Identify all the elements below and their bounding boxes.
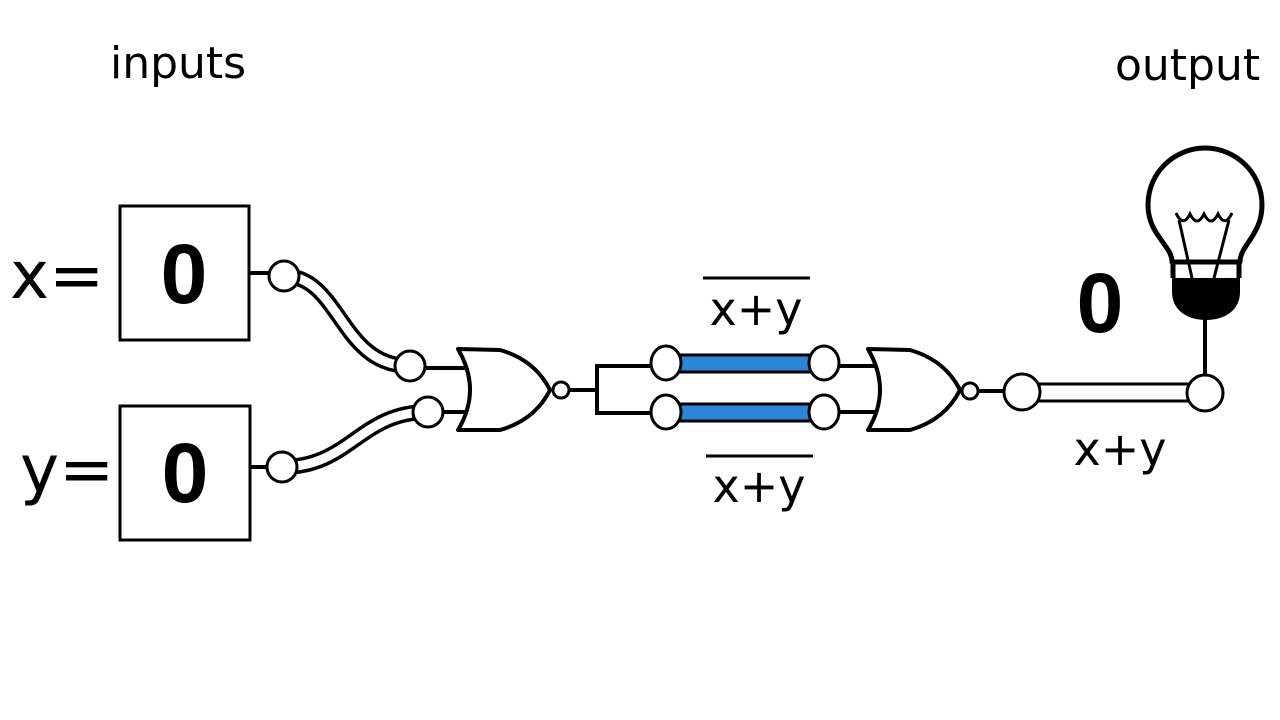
nor1-input-node-b [411, 395, 445, 429]
nor-gate-1 [456, 347, 571, 432]
x-input-box[interactable] [118, 204, 251, 342]
x-label: x= [10, 237, 104, 314]
y-wire [281, 404, 429, 475]
or-result-label: x+y [1074, 422, 1167, 476]
y-input-box[interactable] [118, 404, 252, 542]
y-output-node [265, 450, 299, 484]
x-output-node [267, 259, 301, 293]
nor-label-top: x+y [710, 282, 803, 336]
output-value: 0 [1077, 256, 1124, 350]
nor-label-bottom: x+y [713, 459, 806, 513]
active-wire-bottom [664, 402, 826, 423]
active-wire-top [664, 353, 826, 374]
x-value[interactable]: 0 [161, 227, 208, 321]
x-wire [283, 268, 411, 374]
light-bulb-icon [1145, 145, 1265, 320]
y-label: y= [20, 431, 114, 508]
y-value[interactable]: 0 [162, 426, 209, 520]
output-wire [1020, 382, 1207, 403]
inputs-heading: inputs [110, 38, 246, 89]
nor1-input-node-a [393, 349, 427, 383]
nor-gate-2 [866, 347, 980, 432]
output-heading: output [1115, 40, 1260, 91]
